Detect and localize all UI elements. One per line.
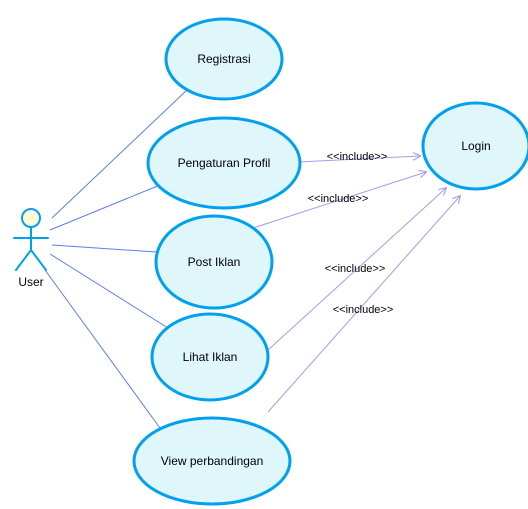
association-view-perbandingan bbox=[44, 269, 161, 429]
use-case-login: Login bbox=[421, 101, 528, 191]
use-case-lihat-iklan: Lihat Iklan bbox=[150, 312, 270, 402]
use-case-registrasi-label: Registrasi bbox=[197, 52, 250, 66]
association-post-iklan bbox=[51, 244, 157, 253]
associations bbox=[44, 89, 188, 429]
include-arrow-view-perbandingan bbox=[267, 196, 460, 413]
actor-label: User bbox=[18, 275, 43, 289]
include-label-1: <<include>> bbox=[327, 151, 388, 163]
include-relations bbox=[252, 156, 460, 413]
use-case-lihat-iklan-label: Lihat Iklan bbox=[183, 350, 238, 364]
association-registrasi bbox=[51, 89, 188, 219]
use-case-registrasi: Registrasi bbox=[164, 17, 284, 101]
include-label-2: <<include>> bbox=[308, 193, 369, 205]
include-arrow-pengaturan-profil bbox=[297, 156, 420, 163]
association-lihat-iklan bbox=[49, 253, 169, 329]
include-label-3: <<include>> bbox=[325, 263, 386, 275]
association-pengaturan-profil bbox=[49, 184, 161, 231]
use-case-view-perbandingan-label: View perbandingan bbox=[161, 454, 264, 468]
use-case-pengaturan-profil-label: Pengaturan Profil bbox=[178, 156, 271, 170]
include-arrow-post-iklan bbox=[252, 172, 426, 229]
include-label-4: <<include>> bbox=[333, 304, 394, 316]
use-case-post-iklan: Post Iklan bbox=[154, 214, 274, 310]
actor-user: User bbox=[13, 208, 49, 289]
use-case-view-perbandingan: View perbandingan bbox=[132, 416, 292, 506]
actor-body bbox=[13, 226, 49, 271]
actor-head bbox=[21, 208, 41, 228]
use-case-login-label: Login bbox=[461, 139, 490, 153]
use-case-pengaturan-profil: Pengaturan Profil bbox=[146, 116, 302, 210]
use-case-post-iklan-label: Post Iklan bbox=[188, 255, 241, 269]
include-arrow-lihat-iklan bbox=[267, 188, 446, 351]
